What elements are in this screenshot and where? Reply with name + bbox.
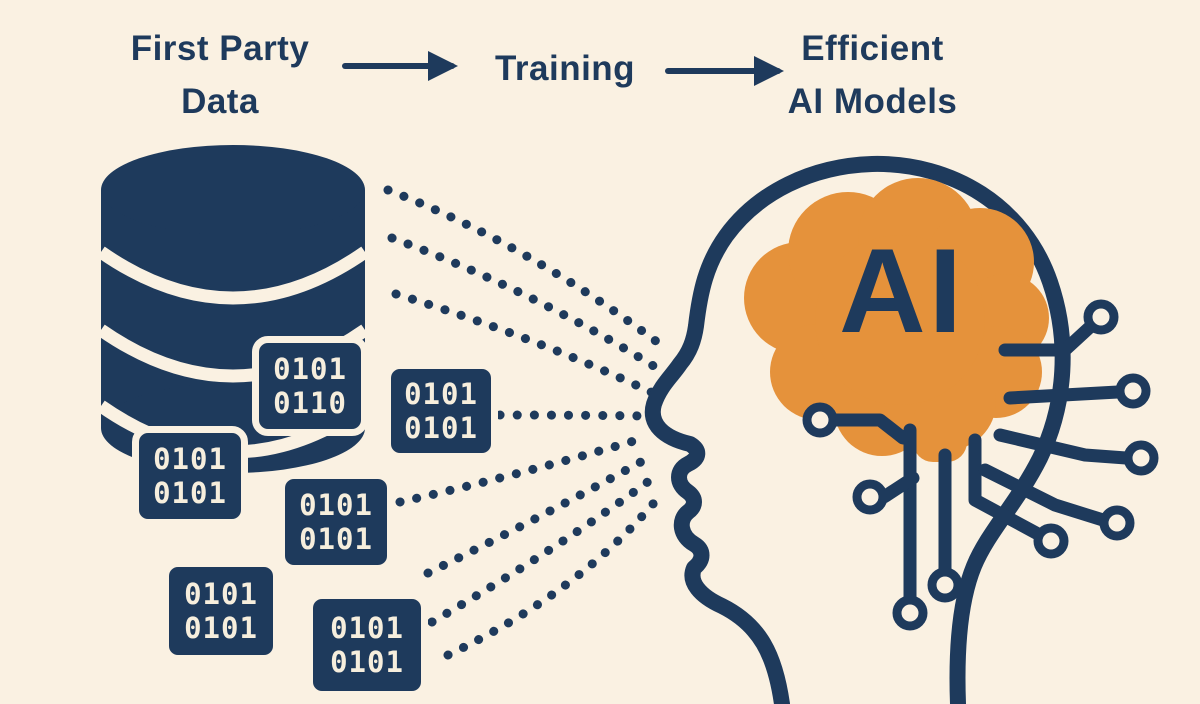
binary-chip: 0101 0101 bbox=[278, 472, 394, 572]
binary-chip: 0101 0110 bbox=[252, 336, 368, 436]
brain-ai-label: AI bbox=[839, 224, 965, 358]
binary-line: 0101 bbox=[153, 442, 227, 476]
step-label-line: First Party bbox=[130, 29, 310, 68]
binary-chip: 0101 0101 bbox=[384, 362, 498, 460]
step-training-label: Training bbox=[470, 42, 660, 95]
step-label-line: Data bbox=[181, 82, 259, 121]
circuit-nodes-icon bbox=[802, 299, 1159, 631]
head-profile-icon bbox=[644, 155, 1071, 704]
step-label-line: AI Models bbox=[787, 82, 958, 121]
binary-line: 0101 bbox=[330, 611, 404, 645]
binary-line: 0101 bbox=[299, 522, 373, 556]
binary-chip: 0101 0101 bbox=[162, 560, 280, 662]
binary-line: 0101 bbox=[273, 352, 347, 386]
binary-line: 0101 bbox=[404, 377, 478, 411]
binary-line: 0101 bbox=[184, 611, 258, 645]
data-flow-dots bbox=[383, 185, 670, 660]
binary-line: 0101 bbox=[299, 488, 373, 522]
binary-chip: 0101 0101 bbox=[132, 426, 248, 526]
binary-line: 0101 bbox=[330, 645, 404, 679]
step-efficient-ai-models-label: Efficient AI Models bbox=[760, 22, 985, 128]
step-first-party-data-label: First Party Data bbox=[90, 22, 350, 128]
binary-line: 0101 bbox=[404, 411, 478, 445]
binary-line: 0101 bbox=[184, 577, 258, 611]
binary-line: 0101 bbox=[153, 476, 227, 510]
binary-line: 0110 bbox=[273, 386, 347, 420]
step-label-line: Efficient bbox=[801, 29, 944, 68]
brain-icon bbox=[744, 178, 1049, 462]
step-label-line: Training bbox=[494, 49, 636, 88]
binary-chip: 0101 0101 bbox=[306, 592, 428, 698]
